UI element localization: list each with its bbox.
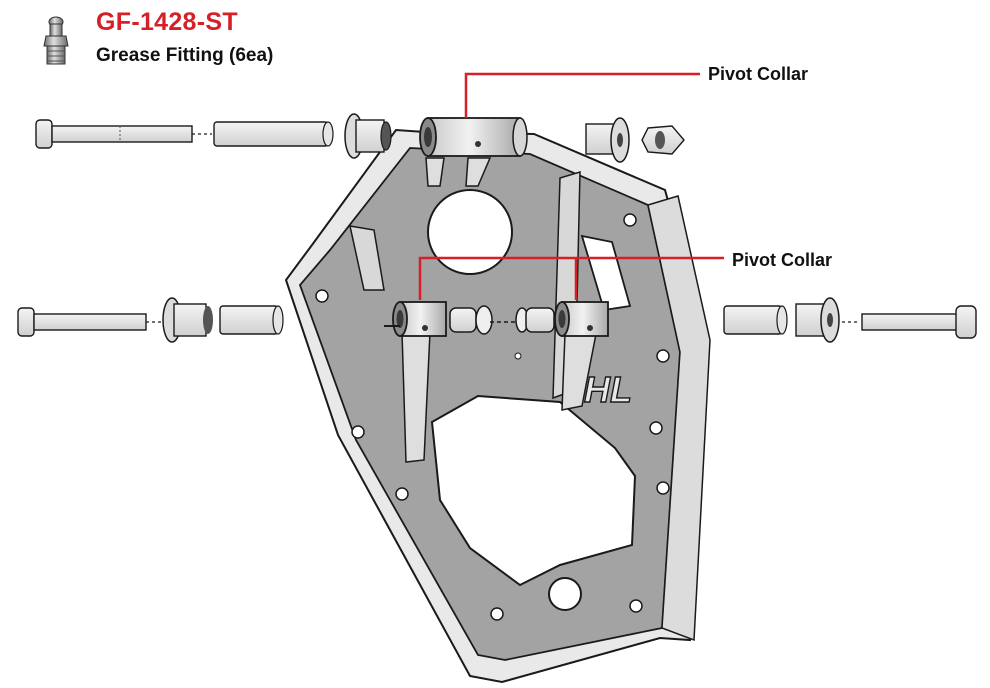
grease-fitting-icon [43, 16, 69, 65]
upper-right-hardware [585, 117, 685, 163]
plate-logo: HL [584, 369, 632, 410]
callout-leader-middle [418, 256, 724, 300]
middle-left-hardware [17, 297, 284, 343]
side-plate [284, 128, 711, 684]
callout-label-middle: Pivot Collar [732, 250, 833, 270]
part-description: Grease Fitting (6ea) [96, 45, 274, 66]
middle-right-hardware [723, 297, 977, 343]
pivot-collar-lower-left [392, 301, 447, 337]
pivot-collar-lower-right [554, 301, 609, 337]
upper-left-hardware [35, 113, 392, 159]
callout-label-top: Pivot Collar [708, 64, 809, 84]
callout-leader-top [464, 72, 700, 118]
center-bushings [384, 305, 555, 335]
pivot-collar-top [419, 117, 528, 157]
part-number: GF-1428-ST [96, 8, 238, 36]
